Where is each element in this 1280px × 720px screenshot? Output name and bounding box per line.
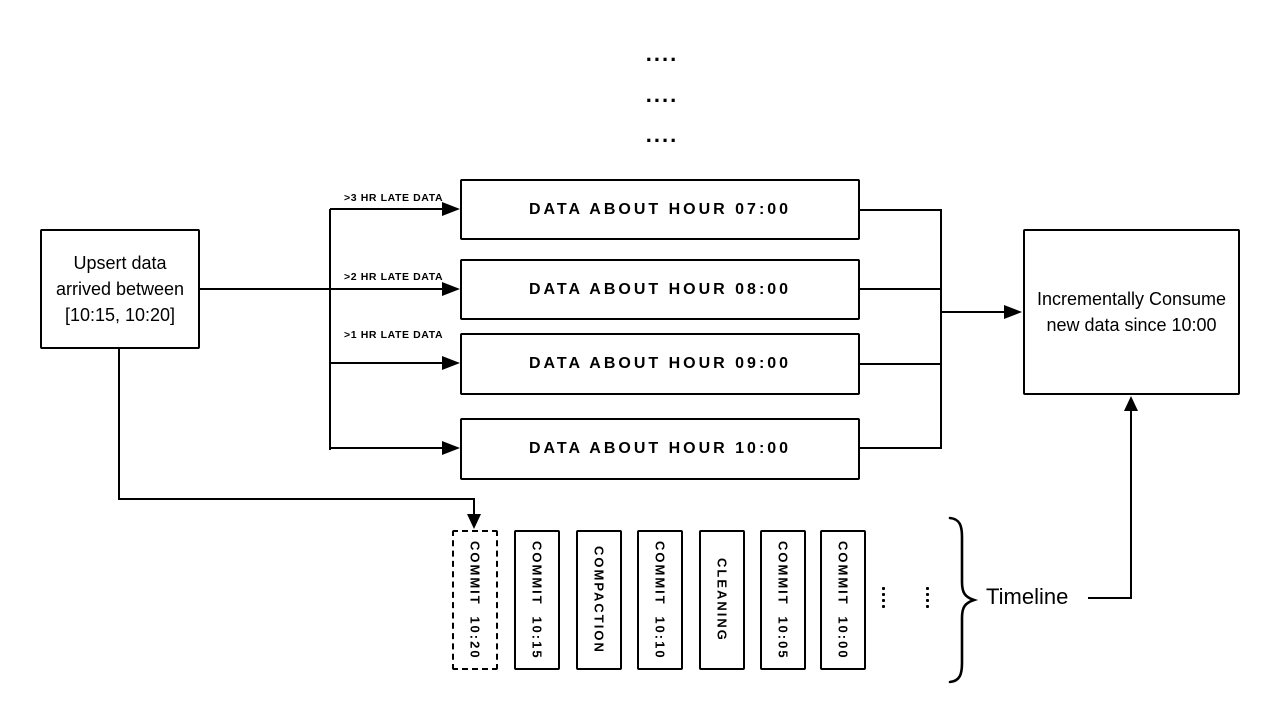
timeline-item-commit-1005: COMMIT 10:05 — [760, 530, 806, 670]
connector-line — [329, 209, 331, 450]
connector-line — [860, 447, 941, 449]
consumer-text: Incrementally Consume new data since 10:… — [1037, 286, 1226, 338]
connector-line — [330, 362, 442, 364]
timeline-item-cleaning: CLEANING — [699, 530, 745, 670]
arrowhead-right-icon — [1004, 305, 1022, 319]
hour-box-label: DATA ABOUT HOUR 10:00 — [528, 440, 792, 457]
timeline-item-label: COMMIT 10:20 — [467, 540, 483, 660]
connector-line — [330, 208, 442, 210]
connector-line — [860, 209, 941, 211]
connector-line — [330, 447, 442, 449]
connector-line — [118, 348, 120, 500]
hour-box-0800: DATA ABOUT HOUR 08:00 — [460, 259, 860, 320]
arrowhead-down-icon — [467, 514, 481, 529]
timeline-item-label: COMMIT 10:00 — [835, 540, 851, 660]
vertical-ellipsis-icon — [925, 587, 929, 611]
hour-box-label: DATA ABOUT HOUR 07:00 — [528, 200, 792, 218]
hour-box-0900: DATA ABOUT HOUR 09:00 — [460, 333, 860, 395]
connector-line — [118, 498, 475, 500]
connector-line — [940, 209, 942, 449]
arrowhead-right-icon — [442, 441, 460, 455]
timeline-item-label: COMMIT 10:05 — [775, 540, 791, 660]
upsert-line-3: [10:15, 10:20] — [64, 305, 176, 325]
late-data-label-1hr: >1 HR LATE DATA — [344, 329, 444, 341]
upsert-line-2: arrived between — [55, 279, 185, 299]
connector-line — [860, 363, 941, 365]
timeline-item-label: COMPACTION — [591, 546, 607, 654]
connector-line — [942, 311, 1004, 313]
ellipsis-row: .... — [645, 82, 679, 107]
connector-line — [860, 288, 941, 290]
connector-line — [330, 288, 442, 290]
late-data-label-2hr: >2 HR LATE DATA — [344, 271, 444, 283]
timeline-item-commit-1010: COMMIT 10:10 — [637, 530, 683, 670]
timeline-item-label: CLEANING — [714, 558, 730, 642]
timeline-item-commit-1015: COMMIT 10:15 — [514, 530, 560, 670]
hour-box-label: DATA ABOUT HOUR 08:00 — [528, 280, 792, 298]
upsert-source-box: Upsert data arrived between [10:15, 10:2… — [40, 229, 200, 349]
hour-box-0700: DATA ABOUT HOUR 07:00 — [460, 179, 860, 240]
arrowhead-up-icon — [1124, 396, 1138, 411]
curly-brace-icon — [948, 516, 979, 684]
hour-box-label: DATA ABOUT HOUR 09:00 — [528, 355, 792, 372]
incremental-consumer-box: Incrementally Consume new data since 10:… — [1023, 229, 1240, 395]
ellipsis-row: .... — [645, 41, 679, 66]
arrowhead-right-icon — [442, 202, 460, 216]
connector-line — [200, 288, 330, 290]
connector-line — [473, 500, 475, 514]
arrowhead-right-icon — [442, 282, 460, 296]
timeline-item-compaction: COMPACTION — [576, 530, 622, 670]
upsert-line-1: Upsert data — [73, 253, 167, 273]
timeline-item-label: COMMIT 10:10 — [652, 540, 668, 660]
vertical-ellipsis-icon — [881, 587, 885, 611]
timeline-item-commit-1020: COMMIT 10:20 — [452, 530, 498, 670]
ellipsis-row: .... — [645, 122, 679, 147]
connector-line — [1130, 410, 1132, 599]
late-data-label-3hr: >3 HR LATE DATA — [344, 192, 444, 204]
timeline-item-commit-1000: COMMIT 10:00 — [820, 530, 866, 670]
consumer-line-2: new data since 10:00 — [1046, 315, 1217, 335]
timeline-item-label: COMMIT 10:15 — [529, 540, 545, 660]
hour-box-1000: DATA ABOUT HOUR 10:00 — [460, 418, 860, 480]
arrowhead-right-icon — [442, 356, 460, 370]
connector-line — [1088, 597, 1132, 599]
consumer-line-1: Incrementally Consume — [1036, 289, 1227, 309]
upsert-source-text: Upsert data arrived between [10:15, 10:2… — [56, 250, 184, 328]
timeline-label: Timeline — [986, 584, 1069, 609]
